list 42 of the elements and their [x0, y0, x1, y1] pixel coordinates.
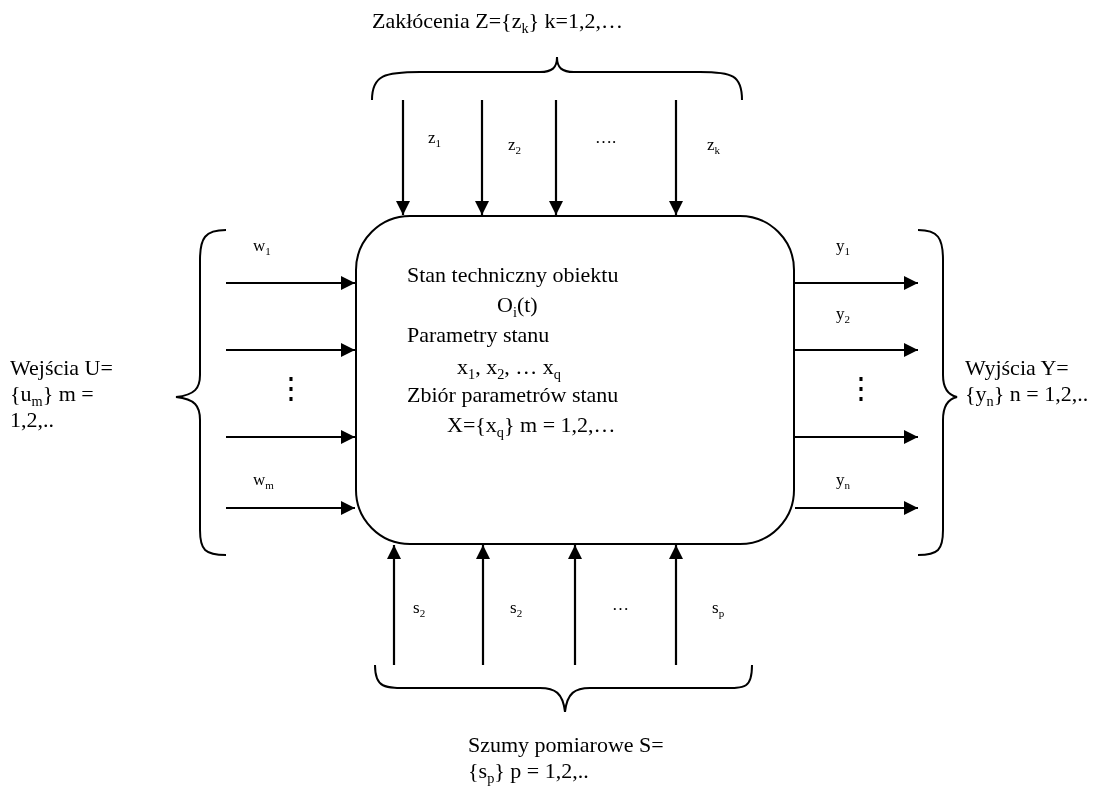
edge-label: w$_{m}$ [253, 470, 274, 490]
arrow [226, 276, 355, 290]
box-text: X={x$_{q}$} m = 1,2,… [447, 412, 616, 438]
edge-label: w$_{1}$ [253, 236, 271, 256]
edge-label: y$_{2}$ [836, 304, 851, 324]
edge-label: s$_{2}$ [413, 598, 426, 618]
arrow [795, 501, 918, 515]
arrow [568, 545, 582, 665]
edge-label: s$_{p}$ [712, 598, 725, 618]
arrow [476, 545, 490, 665]
edge-label: …. [595, 128, 617, 148]
arrow [396, 100, 410, 215]
box-text: O$_{i}$(t) [497, 292, 538, 318]
arrow [475, 100, 489, 215]
box-text: Parametry stanu [407, 322, 550, 348]
arrow [549, 100, 563, 215]
group-label: Wejścia U={u$_{m}$} m = 1,2,.. [10, 355, 114, 433]
box-text: Zbiór parametrów stanu [407, 382, 619, 408]
arrow [669, 545, 683, 665]
box-text: x$_{1}$, x$_{2}$, … x$_{q}$ [457, 354, 561, 380]
arrow [387, 545, 401, 665]
edge-label: … [612, 595, 629, 615]
arrow [795, 343, 918, 357]
arrow [795, 430, 918, 444]
edge-label: z$_{k}$ [707, 135, 721, 155]
edge-label: y$_{n}$ [836, 470, 851, 490]
vertical-ellipsis: ⋮ [276, 373, 306, 403]
arrow [226, 430, 355, 444]
arrow [226, 343, 355, 357]
edge-label: y$_{1}$ [836, 236, 851, 256]
vertical-ellipsis: ⋮ [846, 373, 876, 403]
arrow [669, 100, 683, 215]
group-label: Wyjścia Y={y$_{n}$} n = 1,2,.. [965, 355, 1090, 407]
edge-label: z$_{2}$ [508, 135, 522, 155]
group-label: Szumy pomiarowe S={s$_{p}$} p = 1,2,.. [468, 732, 665, 784]
edge-label: s$_{2}$ [510, 598, 523, 618]
arrow [795, 276, 918, 290]
arrow [226, 501, 355, 515]
edge-label: z$_{1}$ [428, 128, 442, 148]
group-label: Zakłócenia Z={z$_{k}$} k=1,2,… [372, 8, 625, 34]
system-box [355, 215, 795, 545]
box-text: Stan techniczny obiektu [407, 262, 619, 288]
